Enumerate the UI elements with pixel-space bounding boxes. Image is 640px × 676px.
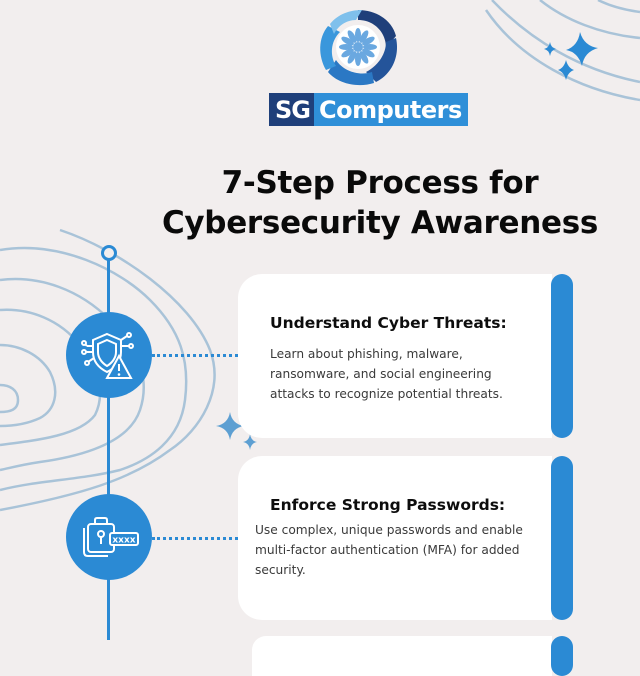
step-3-accent-bar bbox=[551, 636, 573, 676]
aperture-logo-icon bbox=[320, 10, 398, 86]
page-title-line2: Cybersecurity Awareness bbox=[161, 205, 599, 241]
step-2-accent-bar bbox=[551, 456, 573, 620]
step-1-description: Learn about phishing, malware, ransomwar… bbox=[270, 347, 503, 401]
brand-name-computers: Computers bbox=[313, 93, 468, 126]
step-2-description: Use complex, unique passwords and enable… bbox=[255, 523, 523, 577]
page-title-line1: 7-Step Process for bbox=[221, 165, 539, 201]
step-2-connector bbox=[152, 537, 238, 540]
step-1-title: Understand Cyber Threats: bbox=[270, 314, 507, 332]
svg-text:xxxx: xxxx bbox=[112, 536, 135, 546]
step-2-title: Enforce Strong Passwords: bbox=[270, 496, 506, 514]
brand-wordmark: SG Computers bbox=[269, 93, 468, 126]
lock-password-icon: xxxx bbox=[83, 517, 139, 557]
timeline-start-marker bbox=[101, 245, 117, 261]
brand-logo: SG Computers bbox=[266, 4, 468, 126]
sparkle-icon bbox=[544, 32, 598, 80]
step-1-card: Understand Cyber Threats: Learn about ph… bbox=[238, 274, 552, 438]
step-1-icon-circle bbox=[66, 312, 152, 398]
step-1-accent-bar bbox=[551, 274, 573, 438]
brand-name-sg: SG bbox=[269, 93, 314, 126]
shield-warning-icon bbox=[81, 332, 134, 379]
step-2-card: Enforce Strong Passwords: Use complex, u… bbox=[238, 456, 552, 620]
step-3-card bbox=[252, 636, 552, 676]
page-title: 7-Step Process for Cybersecurity Awarene… bbox=[150, 163, 610, 243]
step-1-connector bbox=[152, 354, 238, 357]
timeline-line bbox=[107, 248, 110, 640]
step-2-icon-circle: xxxx bbox=[66, 494, 152, 580]
